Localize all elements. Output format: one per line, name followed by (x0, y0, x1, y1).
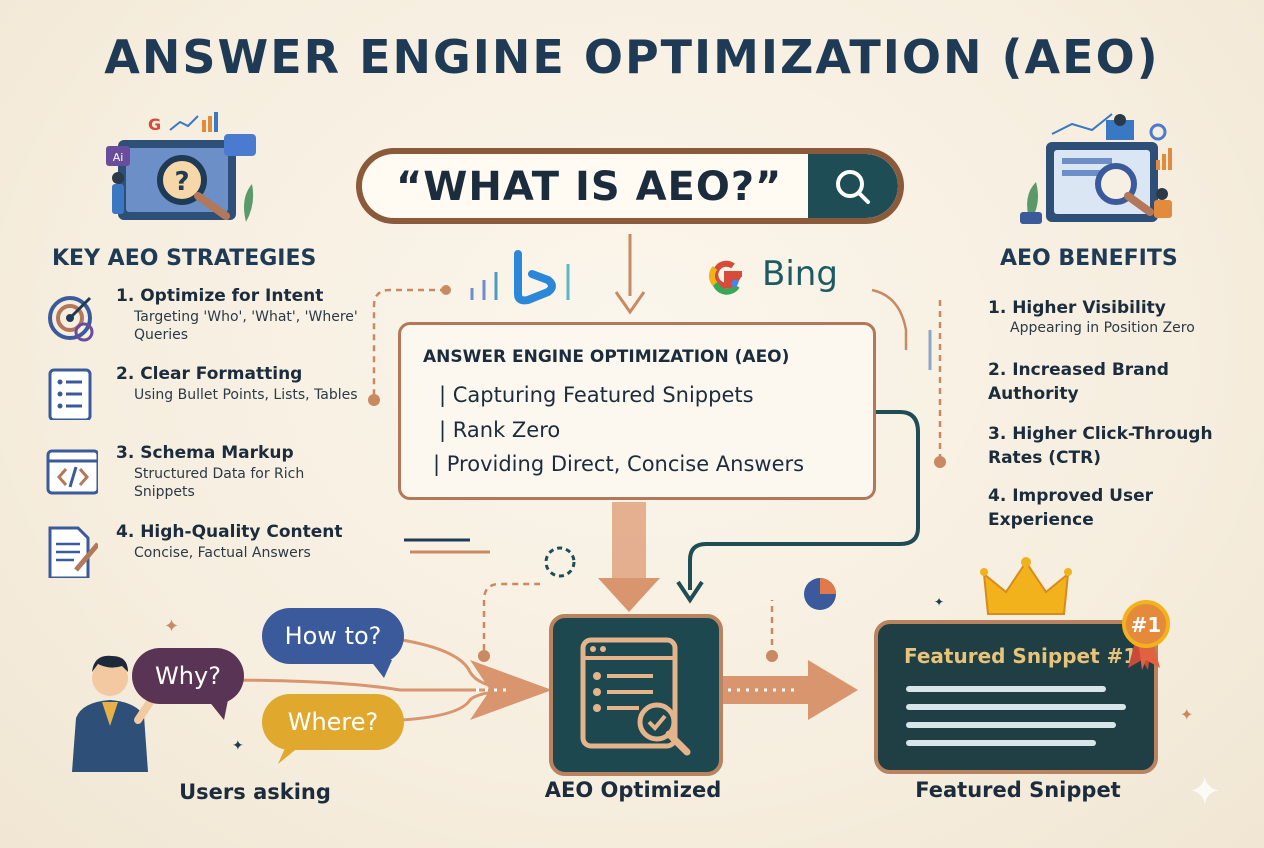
strategy-title: 4. High-Quality Content (116, 522, 343, 542)
strategy-title: 2. Clear Formatting (116, 364, 303, 384)
benefit-item: 2. Increased Brand Authority (988, 358, 1188, 406)
benefits-heading: AEO BENEFITS (1000, 246, 1178, 271)
aeo-box-item: | Rank Zero (439, 418, 561, 442)
code-icon (46, 449, 98, 495)
benefit-title: 4. Improved User Experience (988, 486, 1154, 530)
strategy-item: 1. Optimize for Intent Targeting 'Who', … (46, 286, 366, 356)
aeo-optimized-label: AEO Optimized (544, 778, 722, 802)
strategy-item: 4. High-Quality Content Concise, Factual… (46, 522, 366, 592)
strategy-desc: Concise, Factual Answers (134, 545, 311, 561)
rank-badge-label: #1 (1131, 613, 1162, 637)
main-title: ANSWER ENGINE OPTIMIZATION (AEO) (104, 30, 1160, 84)
user-avatar-illustration (72, 655, 158, 772)
bing-logo-icon (470, 250, 570, 305)
svg-text:✦: ✦ (1188, 769, 1222, 815)
google-logo-icon (709, 260, 742, 295)
bubble-tails (208, 660, 392, 764)
benefit-title: 3. Higher Click-Through Rates (CTR) (988, 424, 1213, 468)
search-button[interactable] (808, 154, 898, 218)
strategy-desc: Structured Data for Rich Snippets (134, 466, 305, 500)
benefit-item: 4. Improved User Experience (988, 484, 1188, 532)
featured-snippet-label: Featured Snippet (915, 778, 1121, 802)
list-icon (48, 368, 92, 420)
search-illustration-left: ? Ai G (106, 112, 256, 222)
snippet-line (906, 704, 1126, 710)
strategies-heading: KEY AEO STRATEGIES (52, 246, 317, 271)
question-bubble-how: How to? (262, 608, 404, 664)
strategy-title: 3. Schema Markup (116, 443, 294, 463)
strategy-desc: Using Bullet Points, Lists, Tables (134, 387, 358, 403)
aeo-optimized-panel (549, 614, 723, 776)
snippet-line (906, 722, 1116, 728)
search-query: “WHAT IS AEO?” (396, 164, 783, 210)
svg-text:✦: ✦ (934, 595, 944, 609)
svg-text:?: ? (174, 167, 189, 197)
svg-text:✦: ✦ (1180, 705, 1193, 724)
aeo-definition-box: ANSWER ENGINE OPTIMIZATION (AEO) | Captu… (398, 322, 876, 500)
strategy-item: 2. Clear Formatting Using Bullet Points,… (46, 364, 366, 434)
benefit-item: 1. Higher Visibility Appearing in Positi… (988, 296, 1248, 336)
document-search-icon (580, 637, 691, 756)
benefit-desc: Appearing in Position Zero (1010, 320, 1195, 336)
benefit-title: 1. Higher Visibility (988, 298, 1166, 318)
featured-snippet-title: Featured Snippet #1 (904, 644, 1138, 668)
snippet-line (906, 740, 1096, 746)
featured-snippet-panel: Featured Snippet #1 (874, 620, 1158, 774)
crown-icon (980, 557, 1072, 615)
search-input-frame[interactable]: “WHAT IS AEO?” (362, 154, 898, 218)
strategy-title: 1. Optimize for Intent (116, 286, 324, 306)
benefit-title: 2. Increased Brand Authority (988, 360, 1169, 404)
users-asking-label: Users asking (179, 780, 331, 804)
svg-text:✦: ✦ (164, 616, 179, 637)
question-bubble-why: Why? (132, 648, 244, 704)
svg-text:✦: ✦ (232, 738, 244, 754)
bing-label: Bing (762, 254, 838, 294)
aeo-box-item: | Providing Direct, Concise Answers (433, 452, 805, 476)
search-bar[interactable]: “WHAT IS AEO?” (356, 148, 904, 224)
svg-text:Ai: Ai (113, 151, 124, 164)
rank-badge-icon: #1 (1122, 600, 1170, 670)
svg-text:G: G (148, 115, 161, 134)
snippet-line (906, 686, 1106, 692)
search-icon (836, 170, 870, 204)
strategy-desc: Targeting 'Who', 'What', 'Where' Queries (134, 309, 358, 343)
analytics-illustration-right (1020, 113, 1172, 224)
strategy-item: 3. Schema Markup Structured Data for Ric… (46, 443, 366, 513)
benefit-item: 3. Higher Click-Through Rates (CTR) (988, 422, 1228, 470)
aeo-box-title: ANSWER ENGINE OPTIMIZATION (AEO) (423, 347, 790, 367)
question-bubble-where: Where? (262, 694, 404, 750)
target-icon (48, 296, 94, 342)
aeo-box-item: | Capturing Featured Snippets (439, 383, 754, 407)
document-edit-icon (48, 526, 98, 578)
